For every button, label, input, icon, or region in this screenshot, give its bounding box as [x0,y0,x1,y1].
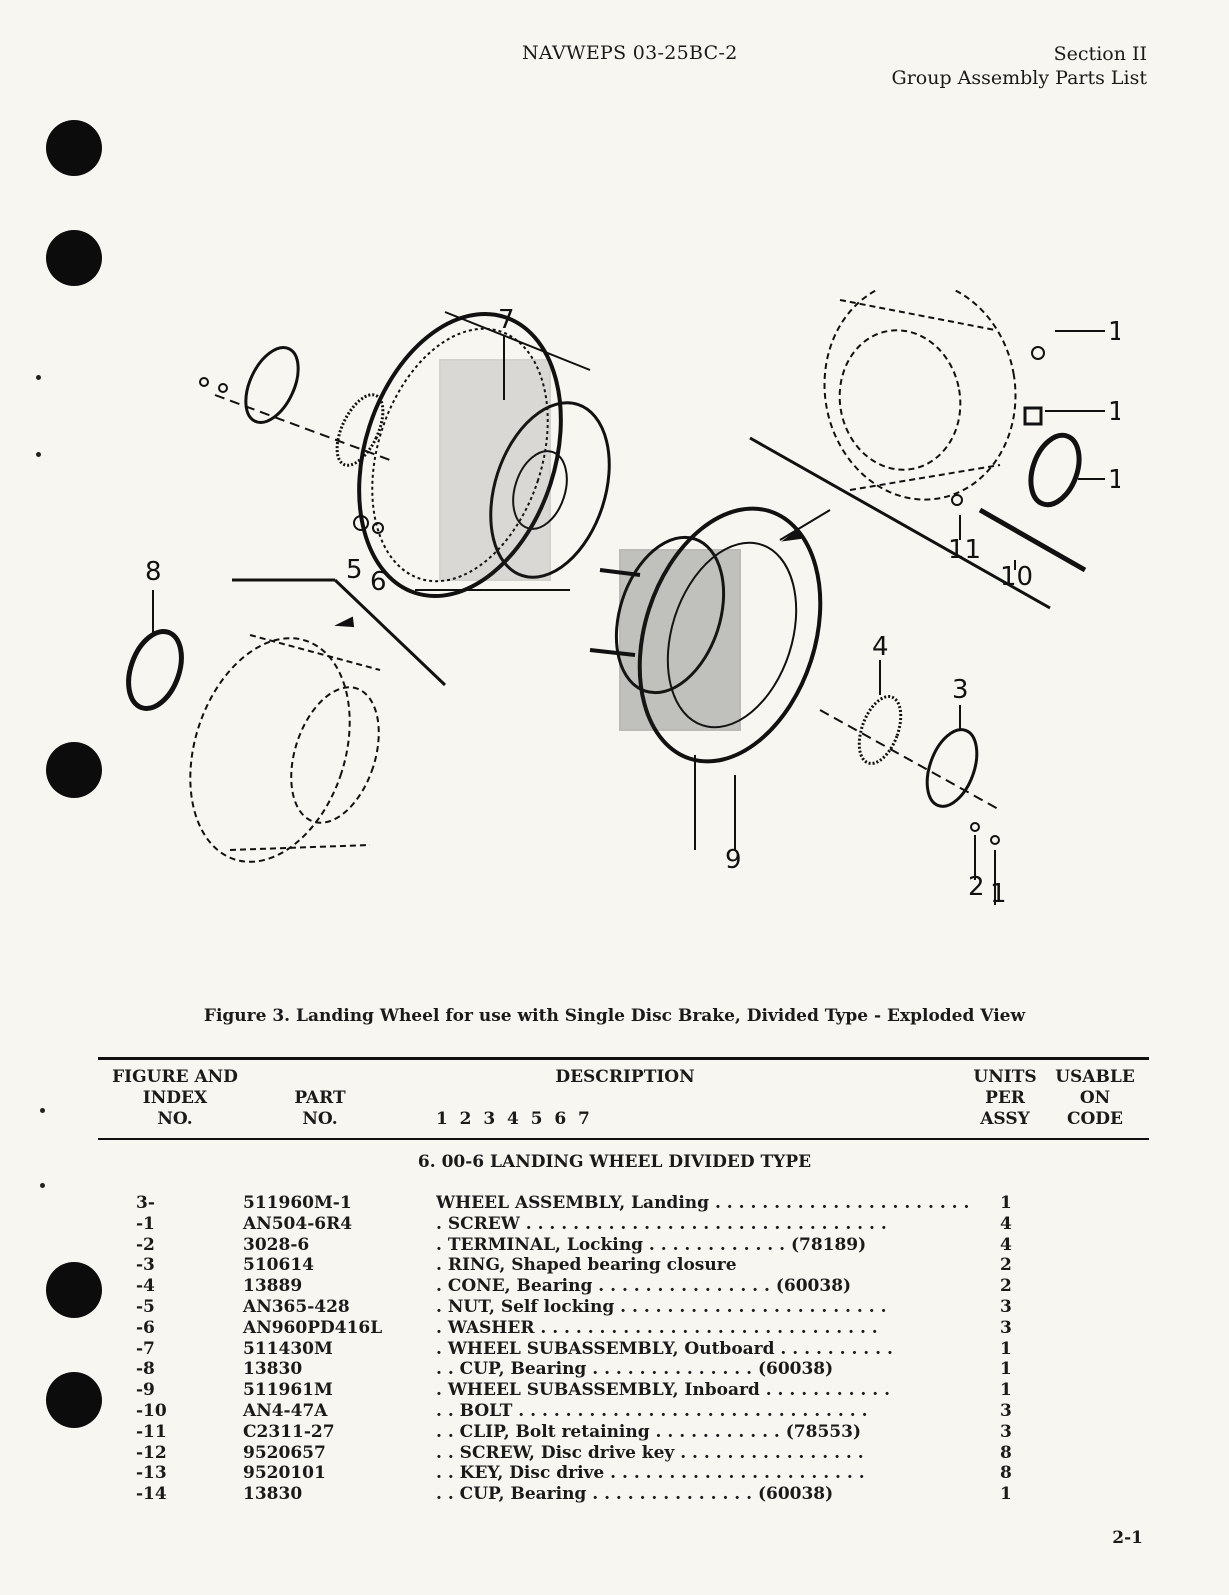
section-heading: Section II Group Assembly Parts List [892,42,1147,90]
scan-speck [40,1183,45,1188]
punch-hole [46,1262,102,1318]
header-figure-index: FIGURE AND INDEX NO. [112,1067,238,1129]
closure-ring-inboard [925,728,979,808]
punch-hole [46,742,102,798]
callout-8: 8 [145,557,162,587]
screw-inboard [990,835,1000,845]
bearing-cone-inboard [857,695,903,765]
callout-13: 13 [1108,397,1120,427]
section-title: Group Assembly Parts List [891,67,1147,89]
header-description: DESCRIPTION [555,1067,695,1087]
scan-speck [36,452,41,457]
callout-3: 3 [952,675,969,705]
header-usable-on-code: USABLE ON CODE [1055,1067,1135,1129]
washer [372,522,384,534]
screw-outboard [199,377,209,387]
bearing-cone-outboard [335,393,385,467]
page-number: 2-1 [1112,1528,1143,1548]
callout-1: 1 [990,879,1007,909]
table-header-rule [98,1138,1149,1140]
callout-11: 11 [948,535,981,565]
bearing-cup-outboard [126,629,184,711]
parts-group-title: 6. 00-6 LANDING WHEEL DIVIDED TYPE [417,1152,812,1172]
table-top-rule [98,1057,1149,1060]
tire-phantom [189,634,381,863]
outboard-wheel-half [357,311,611,598]
header-indent-levels: 1 2 3 4 5 6 7 [436,1109,590,1129]
inboard-wheel-half [589,506,823,850]
callout-5: 5 [346,555,363,585]
scan-speck [36,375,41,380]
bolt-retaining-clip [951,494,963,506]
terminal-outboard [218,383,228,393]
bearing-cup-inboard [1028,432,1082,508]
punch-hole [46,120,102,176]
callout-6: 6 [370,567,387,597]
terminal-inboard [970,822,980,832]
self-locking-nut [353,515,369,531]
disc-drive-key-screw [1031,346,1045,360]
figure-caption: Figure 3. Landing Wheel for use with Sin… [203,1006,1026,1026]
header-part-no: PART NO. [294,1088,346,1129]
exploded-view-diagram: 7 12 13 14 11 10 8 5 6 4 3 9 2 1 [126,290,1120,909]
callout-14: 14 [1108,465,1120,495]
punch-hole [46,230,102,286]
callout-7: 7 [498,305,515,335]
scan-speck [40,1108,45,1113]
callout-9: 9 [725,845,742,875]
callout-12: 12 [1108,317,1120,347]
header-units-per-assy: UNITS PER ASSY [973,1067,1037,1129]
disc-drive-key [1023,406,1043,426]
callout-4: 4 [872,632,889,662]
punch-hole [46,1372,102,1428]
section-label: Section II [1053,43,1147,65]
callout-2: 2 [968,872,985,902]
brake-housing-phantom [823,290,1017,501]
document-number: NAVWEPS 03-25BC-2 [522,42,738,64]
callout-10: 10 [1000,562,1033,592]
closure-ring-outboard [244,346,300,424]
bolt [978,507,1087,573]
